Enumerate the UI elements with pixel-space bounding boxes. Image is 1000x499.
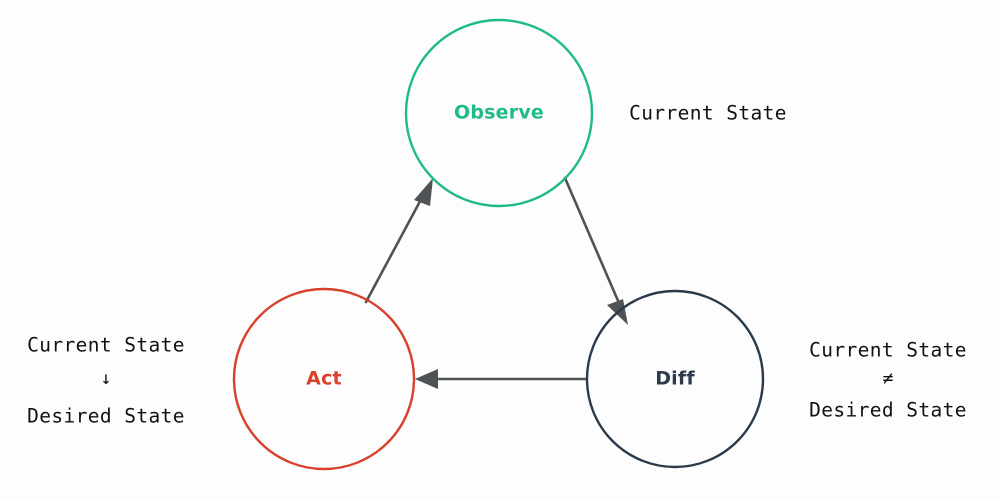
annotation-diff-line-3: Desired State <box>809 399 967 422</box>
node-diff[interactable]: Diff <box>585 289 765 469</box>
annotation-observe-line-1: Current State <box>629 102 787 125</box>
node-layer: Observe Diff Act <box>232 18 765 471</box>
annotation-act: Current State ↓ Desired State <box>27 334 185 428</box>
node-act-circle[interactable] <box>232 287 416 471</box>
edge-observe-to-diff <box>563 176 628 325</box>
node-diff-label: Diff <box>655 368 695 390</box>
node-observe[interactable]: Observe <box>404 18 594 208</box>
edge-diff-to-act-arrowhead <box>415 369 438 389</box>
edge-act-to-observe-arrowhead <box>414 178 433 206</box>
node-observe-label: Observe <box>454 102 544 124</box>
annotation-diff: Current State ≠ Desired State <box>809 339 967 422</box>
annotation-act-line-3: Desired State <box>27 405 185 428</box>
annotation-diff-symbol-not-equal: ≠ <box>883 368 894 389</box>
node-act[interactable]: Act <box>232 287 416 471</box>
annotation-act-line-1: Current State <box>27 334 185 357</box>
edge-act-to-observe <box>364 178 433 304</box>
node-observe-circle[interactable] <box>404 18 594 208</box>
node-act-label: Act <box>306 368 342 390</box>
annotation-observe: Current State <box>629 102 787 125</box>
edge-diff-to-act <box>415 369 588 389</box>
edge-act-to-observe-line <box>364 190 427 304</box>
edge-observe-to-diff-line <box>563 176 624 312</box>
annotation-layer: Current State Current State ≠ Desired St… <box>27 102 967 428</box>
annotation-act-symbol-down-arrow: ↓ <box>101 368 112 389</box>
node-diff-circle[interactable] <box>585 289 765 469</box>
annotation-diff-line-1: Current State <box>809 339 967 362</box>
